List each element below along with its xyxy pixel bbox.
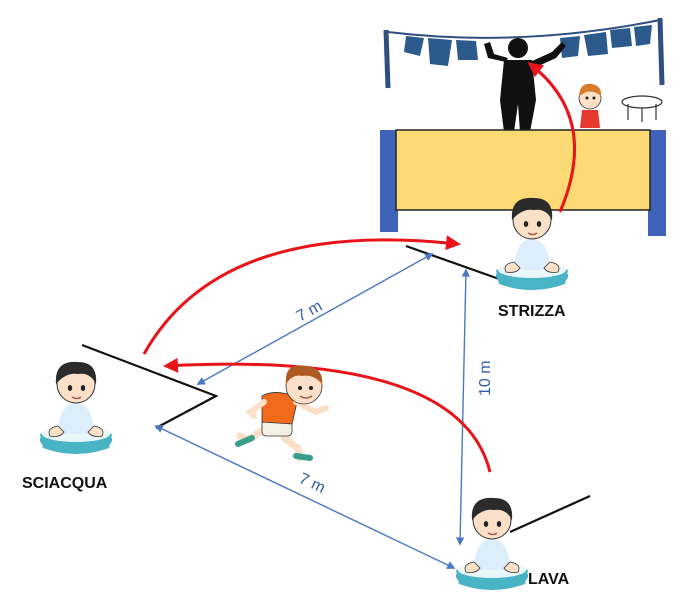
- station-label-lava: LAVA: [528, 571, 570, 588]
- child-washing-in-basin-icon: [455, 497, 529, 591]
- distance-arrow-strizza-lava: [455, 268, 471, 546]
- route-arrow-lava-to-sciacqua: [163, 357, 492, 473]
- hanging-clothes-icon: [404, 25, 652, 66]
- child-washing-in-basin-icon: [39, 361, 113, 455]
- child-washing-in-basin-icon: [495, 197, 569, 291]
- distance-arrows: [154, 253, 471, 569]
- distance-arrow-sciacqua-lava: [154, 425, 456, 569]
- route-arrows: [142, 62, 577, 473]
- bench: [380, 129, 666, 236]
- distance-label-sciacqua-lava: 7 m: [296, 470, 327, 497]
- silhouette-hanging-laundry-icon: [484, 38, 566, 132]
- laundry-line: [383, 17, 665, 89]
- small-table-icon: [621, 95, 663, 122]
- running-child-icon: [235, 365, 329, 462]
- route-arrow-sciacqua-to-strizza: [142, 235, 461, 355]
- station-walls: [81, 244, 591, 534]
- station-label-sciacqua: SCIACQUA: [22, 475, 108, 492]
- route-arrow-strizza-to-rope: [527, 62, 577, 213]
- distance-label-strizza-lava: 10 m: [477, 360, 494, 396]
- distance-arrow-strizza-sciacqua: [196, 253, 434, 385]
- station-label-strizza: STRIZZA: [498, 303, 566, 320]
- small-child-icon: [578, 83, 602, 128]
